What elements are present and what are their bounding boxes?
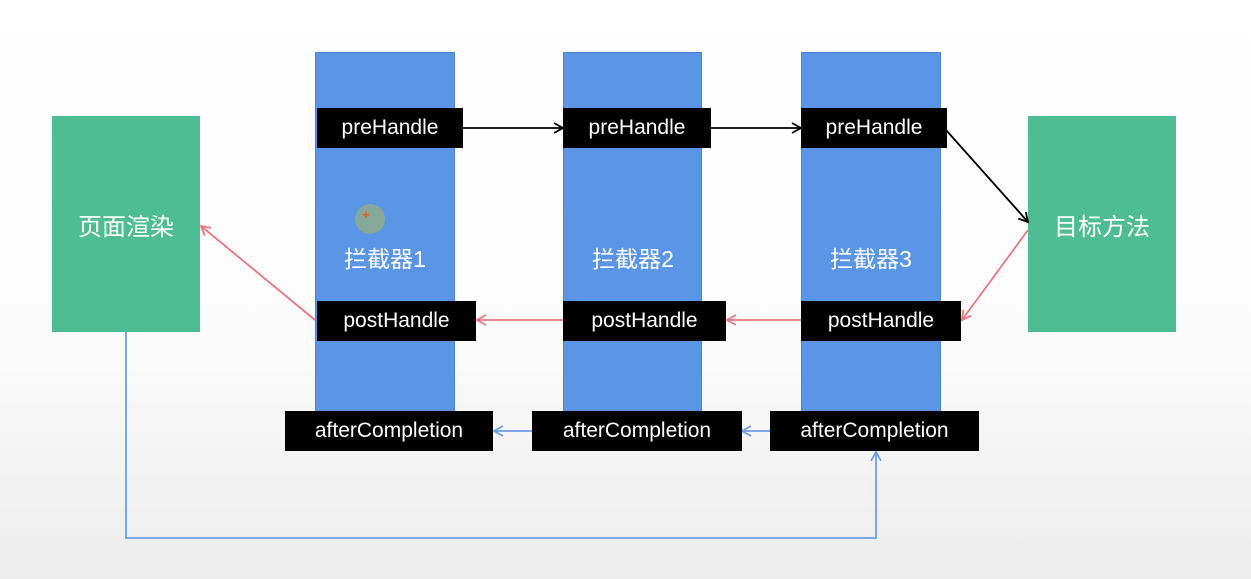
post-arrow-target-3: [960, 229, 1029, 322]
interceptor-1-aftercompletion: afterCompletion: [285, 411, 493, 451]
post-arrow-1-render: [199, 224, 316, 321]
interceptor-3-prehandle: preHandle: [801, 108, 947, 148]
interceptor-2-posthandle: postHandle: [563, 301, 726, 341]
target-method-box: 目标方法: [1028, 116, 1176, 332]
interceptor-3-aftercompletion: afterCompletion: [770, 411, 979, 451]
interceptor-3-posthandle: postHandle: [801, 301, 961, 341]
interceptor-1-posthandle: postHandle: [317, 301, 476, 341]
interceptor-2-prehandle: preHandle: [563, 108, 711, 148]
interceptor-1-label: 拦截器1: [344, 246, 426, 272]
target-method-label: 目标方法: [1054, 213, 1150, 241]
pre-arrow-3-target: [945, 129, 1030, 224]
page-render-box: 页面渲染: [52, 116, 200, 332]
after-arrow-render-3: [125, 332, 882, 539]
page-render-label: 页面渲染: [78, 213, 174, 241]
interceptor-3-label: 拦截器3: [830, 246, 912, 272]
interceptor-1-prehandle: preHandle: [317, 108, 463, 148]
plus-cursor-icon: +: [355, 204, 385, 234]
interceptor-2-label: 拦截器2: [592, 246, 674, 272]
interceptor-2-aftercompletion: afterCompletion: [532, 411, 742, 451]
